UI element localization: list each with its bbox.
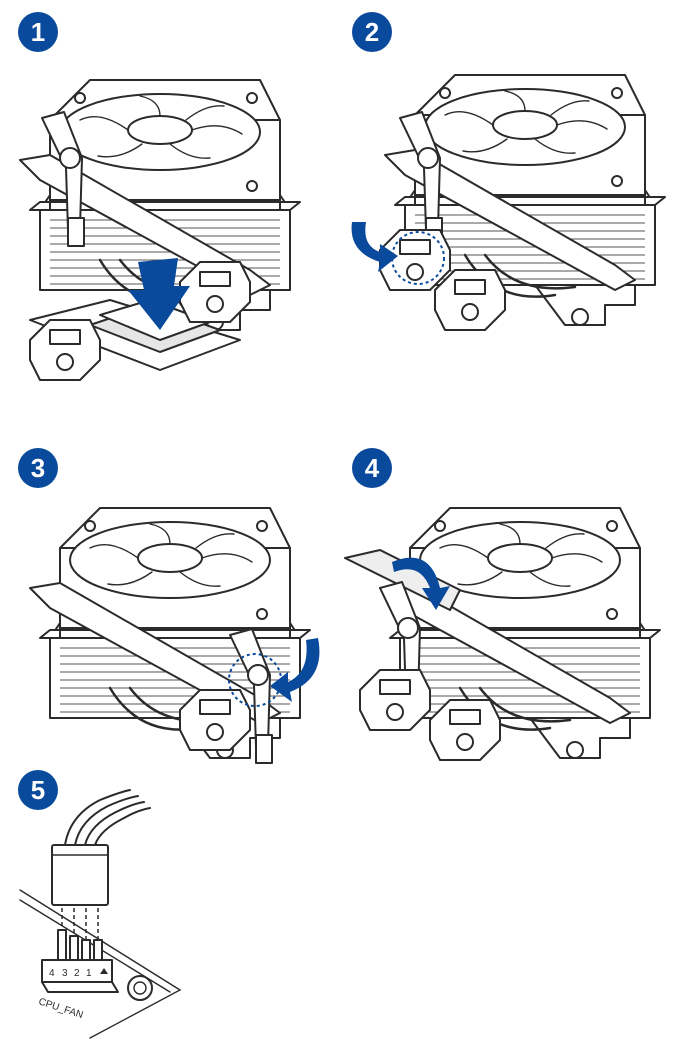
step-4-illustration [344, 506, 662, 761]
step-2-badge: 2 [352, 12, 392, 52]
step-5-illustration: 4 3 2 1 CPU_FAN [19, 789, 182, 1039]
pin-label-2: 2 [74, 968, 80, 979]
step-1-illustration [18, 78, 302, 381]
step-2-illustration [351, 73, 667, 331]
step-3: 3 [0, 440, 330, 770]
fan-connector [51, 844, 109, 906]
step-2: 2 [340, 0, 675, 420]
cpu-fan-label: CPU_FAN [37, 996, 84, 1021]
curved-arrow-icon [351, 222, 398, 272]
down-arrow-icon [128, 258, 190, 330]
step-number: 5 [30, 774, 46, 805]
step-1: 1 [0, 0, 320, 420]
step-number: 3 [30, 452, 46, 483]
step-3-badge: 3 [18, 448, 58, 488]
step-1-badge: 1 [18, 12, 58, 52]
step-4: 4 [340, 440, 675, 770]
step-number: 2 [364, 16, 380, 47]
pin-label-1: 1 [86, 968, 92, 979]
step-3-illustration [28, 506, 320, 764]
curved-arrow-icon [270, 638, 320, 702]
highlight-circle [391, 231, 445, 285]
step-number: 4 [364, 452, 380, 483]
curved-arrow-icon [392, 557, 450, 610]
step-5: 5 4 3 2 1 CPU_FAN [0, 760, 220, 1040]
pin-label-3: 3 [62, 968, 68, 979]
step-4-badge: 4 [352, 448, 392, 488]
step-number: 1 [30, 16, 46, 47]
step-5-badge: 5 [18, 770, 58, 810]
pin-label-4: 4 [49, 968, 55, 979]
